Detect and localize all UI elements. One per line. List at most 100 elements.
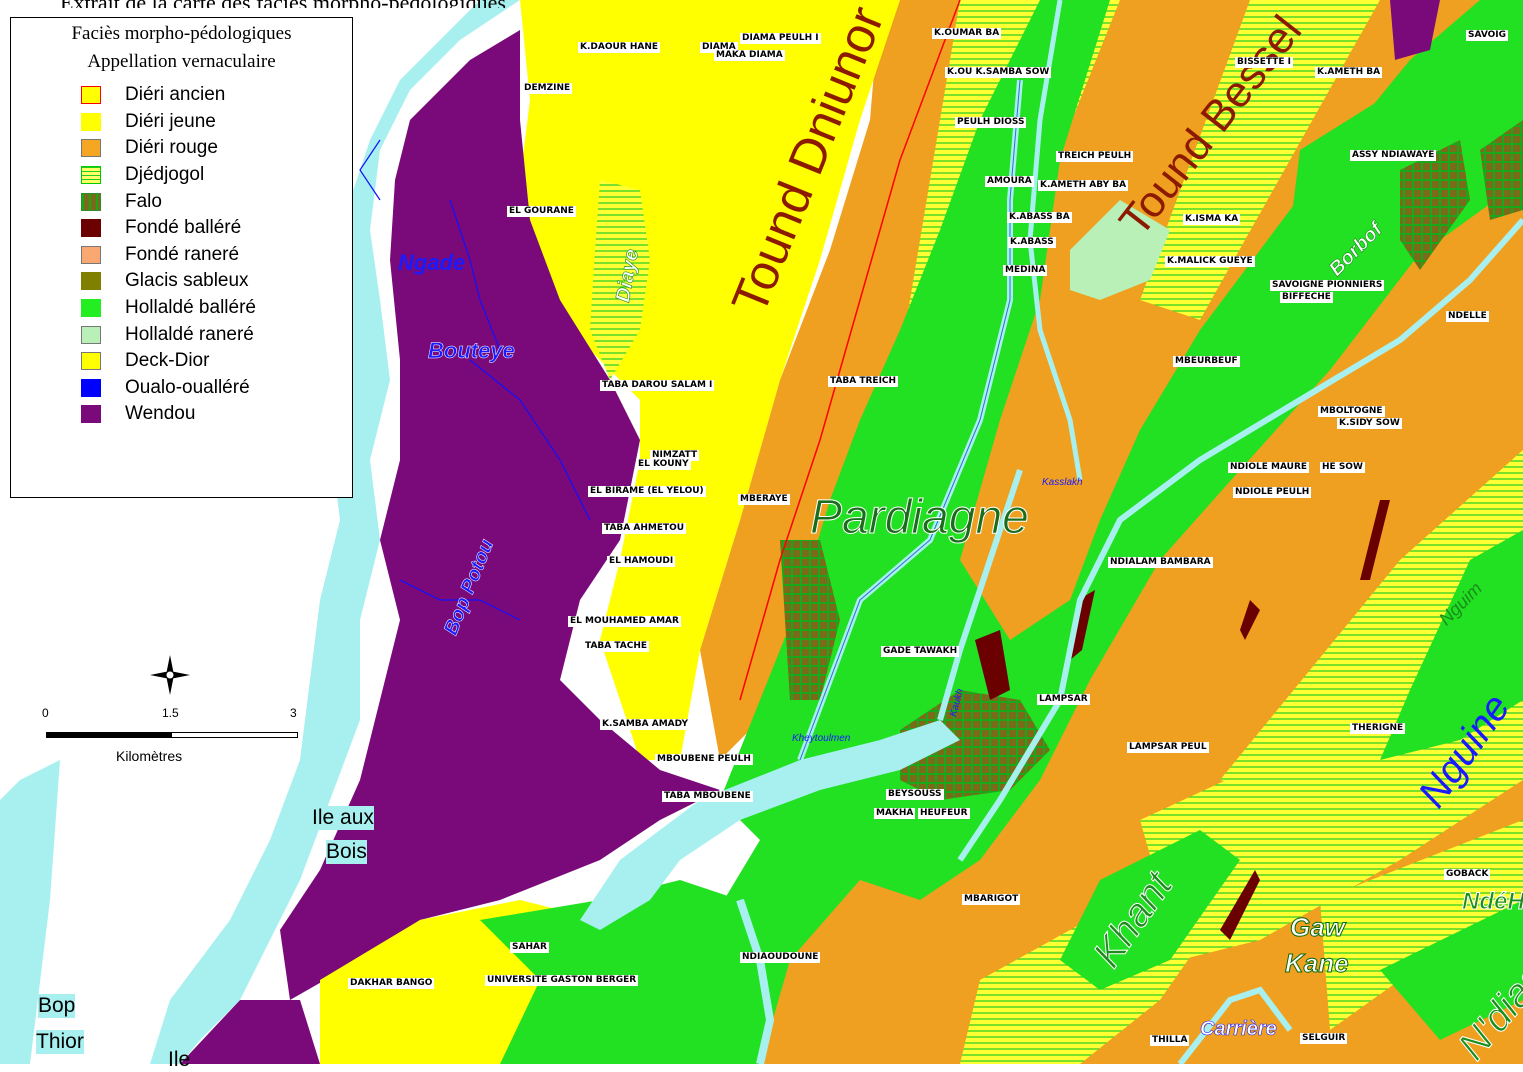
senegal-river-2: [580, 720, 960, 930]
place-label: THILLA: [1150, 1035, 1190, 1046]
falo-area-3: [1400, 140, 1470, 270]
place-label: GADE TAWAKH: [881, 646, 960, 657]
legend-swatch: [81, 352, 101, 371]
place-label: K.AMETH ABY BA: [1038, 180, 1129, 191]
river-bottom-right: [1177, 986, 1293, 1066]
legend-swatch: [81, 219, 101, 238]
hollalde-ballere-1: [670, 0, 1523, 1064]
diaye-island: [590, 180, 650, 380]
place-label: MBARIGOT: [962, 894, 1021, 905]
place-label: SAVOIG: [1466, 30, 1509, 41]
left-channel: [0, 760, 60, 1064]
legend-item: Wendou: [11, 401, 352, 428]
falo-area-4: [1480, 120, 1523, 220]
place-label: MBOUBENE PEULH: [655, 754, 753, 765]
kassack-river: [1027, 0, 1083, 481]
djedjogol-band-4: [1140, 690, 1523, 960]
label-kane: Kane: [1285, 948, 1350, 979]
label-ngade: Ngade: [398, 250, 466, 275]
legend-label: Deck-Dior: [125, 350, 210, 372]
legend-swatch: [81, 405, 101, 424]
hollalde-ballere-5: [1290, 100, 1400, 240]
legend-label: Hollaldé raneré: [125, 323, 254, 345]
legend-label: Oualo-oualléré: [125, 376, 250, 398]
legend-label: Djédjogol: [125, 164, 205, 186]
legend-swatch: [81, 245, 101, 264]
place-label: NDELLE: [1446, 311, 1489, 322]
hollalde-ballere-4: [1380, 900, 1523, 1040]
creek-2: [469, 359, 591, 521]
river-bottom: [736, 898, 775, 1065]
place-label: K.AMETH BA: [1315, 67, 1383, 78]
place-label: K.DAOUR HANE: [578, 42, 661, 53]
label-ile-2: Ile: [168, 1048, 191, 1071]
legend-item: Djédjogol: [11, 162, 352, 189]
place-label: K.SAMBA AMADY: [600, 719, 690, 730]
place-label: NDIOLE MAURE: [1228, 462, 1310, 473]
legend-title-line1: Faciès morpho-pédologiques: [71, 23, 292, 44]
legend-label: Diéri rouge: [125, 137, 218, 159]
place-label: MAKA DIAMA: [714, 50, 785, 61]
legend-item: Hollaldé raneré: [11, 321, 352, 348]
legend-item: Diéri ancien: [11, 82, 352, 109]
river-east: [957, 218, 1523, 862]
label-bouteye: Bouteye: [428, 338, 515, 364]
legend-label: Wendou: [125, 403, 196, 425]
legend-label: Hollaldé balléré: [125, 297, 256, 319]
legend-swatch: [81, 272, 101, 291]
map-title-fragment: Extrait de la carte des faciès morpho-pé…: [0, 0, 1523, 8]
falo-area-1: [900, 690, 1050, 800]
legend-label: Falo: [125, 190, 162, 212]
fonde-ballere-3: [1220, 870, 1260, 940]
legend-item: Hollaldé balléré: [11, 295, 352, 322]
place-label: SAVOIGNE PIONNIERS: [1270, 280, 1385, 291]
legend-title-line2: Appellation vernaculaire: [87, 51, 276, 72]
scale-tick-2: 3: [290, 706, 297, 720]
place-label: NIMZATT: [650, 450, 700, 461]
label-khaytoulmen: Kheytoulmen: [792, 733, 851, 744]
legend-item: Fondé balléré: [11, 215, 352, 242]
place-label: SELGUIR: [1300, 1033, 1348, 1044]
legend-swatch: [81, 139, 101, 158]
label-bois: Bois: [326, 840, 367, 864]
place-label: TABA DAROU SALAM I: [600, 380, 715, 391]
legend-item: Falo: [11, 188, 352, 215]
label-gaw: Gaw: [1290, 912, 1346, 943]
place-label: K.MALICK GUEYE: [1165, 256, 1255, 267]
place-label: TREICH PEULH: [1056, 151, 1134, 162]
place-label: UNIVERSITE GASTON BERGER: [485, 975, 639, 986]
fonde-ballere-5: [1240, 600, 1260, 640]
place-label: MAKHA: [874, 808, 916, 819]
legend-item: Oualo-oualléré: [11, 375, 352, 402]
place-label: EL KOUNY: [636, 459, 691, 470]
scale-bar-graphic: [46, 732, 298, 738]
legend-label: Diéri ancien: [125, 84, 226, 106]
north-arrow-icon: [150, 655, 190, 695]
label-carriere: Carrière: [1200, 1018, 1277, 1041]
place-label: THERIGNE: [1350, 723, 1406, 734]
scale-tick-0: 0: [42, 706, 49, 720]
creek-1: [449, 199, 501, 351]
place-label: K.ABASS: [1008, 237, 1056, 248]
place-label: DIAMA: [700, 42, 738, 53]
fonde-ballere-1: [1070, 590, 1095, 660]
place-label: LAMPSAR PEUL: [1127, 742, 1209, 753]
place-label: TABA TACHE: [583, 641, 650, 652]
legend-swatch: [81, 325, 101, 344]
place-label: GOBACK: [1444, 869, 1491, 880]
place-label: K.SIDY SOW: [1337, 418, 1402, 429]
hollalde-ballere-3: [1060, 830, 1240, 990]
legend-swatch: [81, 166, 101, 185]
place-label: EL MOUHAMED AMAR: [568, 616, 681, 627]
place-label: DEMZINE: [522, 83, 573, 94]
hollalde-ballere-2: [1380, 530, 1523, 760]
creek-3: [399, 579, 521, 621]
scale-unit: Kilomètres: [116, 748, 183, 764]
fonde-ballere-2: [1360, 500, 1390, 580]
legend-swatch: [81, 86, 101, 105]
label-pardiagne: Pardiagne: [810, 491, 1030, 545]
place-label: BIFFECHE: [1280, 292, 1333, 303]
creek-4: [359, 139, 381, 201]
